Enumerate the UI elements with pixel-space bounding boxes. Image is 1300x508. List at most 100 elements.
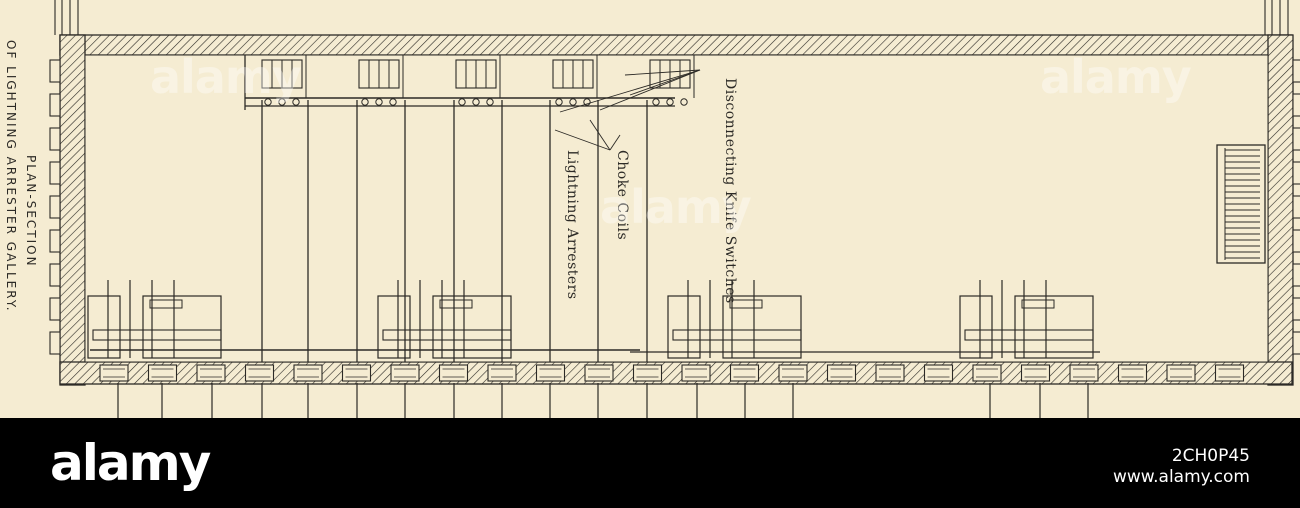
choke-coil	[666, 98, 674, 106]
image-id: 2CH0P45	[1171, 446, 1250, 466]
choke-coil	[583, 98, 591, 106]
stairway	[1216, 144, 1266, 264]
wall-opening	[196, 364, 226, 382]
wall-opening	[438, 364, 469, 382]
wall-opening	[1020, 364, 1051, 382]
wall-opening	[875, 364, 905, 382]
choke-coil	[472, 98, 480, 106]
feeder-wires	[90, 100, 1100, 418]
label-lightning-arresters: Lightning Arresters	[564, 150, 580, 300]
watermark: alamy	[1040, 50, 1192, 104]
arrester-cap	[729, 299, 763, 309]
pilaster	[1292, 195, 1300, 219]
arrester-unit	[722, 295, 802, 359]
leader-line	[624, 69, 701, 76]
pilaster	[49, 127, 61, 151]
wall-opening	[1214, 364, 1245, 382]
choke-coil	[292, 98, 300, 106]
arrester-base	[964, 329, 1094, 341]
arrester-unit	[87, 295, 121, 359]
footer-bar: alamy 2CH0P45 www.alamy.com	[0, 418, 1300, 508]
choke-coil	[389, 98, 397, 106]
wall-opening	[244, 364, 275, 382]
watermark: alamy	[600, 180, 752, 234]
wall-opening	[1069, 364, 1099, 382]
watermark: alamy	[150, 50, 302, 104]
arrester-base	[382, 329, 512, 341]
pilaster	[49, 59, 61, 83]
wall-opening	[584, 364, 614, 382]
wall-opening	[972, 364, 1002, 382]
pilaster	[1292, 127, 1300, 151]
engraving-plate: PLAN-SECTION OF LIGHTNING ARRESTER GALLE…	[0, 0, 1300, 418]
pilaster	[49, 331, 61, 355]
arrester-unit	[1014, 295, 1094, 359]
choke-coil	[486, 98, 494, 106]
arrester-cap	[439, 299, 473, 309]
wall-opening	[341, 364, 372, 382]
east-wall	[1267, 34, 1294, 386]
pilaster	[49, 229, 61, 253]
choke-coil	[375, 98, 383, 106]
choke-coil	[680, 98, 688, 106]
pilaster	[1292, 331, 1300, 355]
west-wall	[59, 34, 86, 386]
arrester-base	[672, 329, 802, 341]
leader-line	[609, 134, 621, 151]
brand-logo: alamy	[50, 434, 211, 492]
pilaster	[1292, 263, 1300, 287]
wall-opening	[390, 364, 420, 382]
pilaster	[1292, 229, 1300, 253]
wall-opening	[487, 364, 517, 382]
lightning-arrester-groups	[87, 280, 1094, 359]
wall-opening	[147, 364, 178, 382]
arrester-unit	[667, 295, 701, 359]
label-leader-lines	[554, 69, 701, 151]
wall-opening	[729, 364, 760, 382]
pilaster	[49, 161, 61, 185]
south-wall	[59, 361, 1293, 385]
leader-line	[559, 69, 701, 113]
choke-coil	[569, 98, 577, 106]
gallery-plan-drawing	[49, 0, 1300, 418]
leader-line	[599, 69, 701, 111]
wall-opening	[632, 364, 663, 382]
choke-coil	[652, 98, 660, 106]
pilaster	[49, 195, 61, 219]
choke-coil	[458, 98, 466, 106]
site-url: www.alamy.com	[1112, 467, 1250, 487]
arrester-unit	[959, 295, 993, 359]
arrester-base	[92, 329, 222, 341]
wall-opening	[778, 364, 808, 382]
arrester-unit	[142, 295, 222, 359]
pilaster	[1292, 297, 1300, 321]
drawing-caption-line-2: OF LIGHTNING ARRESTER GALLERY.	[4, 40, 18, 313]
pilaster	[49, 93, 61, 117]
knife-switch-panel	[244, 55, 695, 110]
leader-line	[554, 129, 611, 151]
drawing-caption-line-1: PLAN-SECTION	[24, 155, 38, 268]
choke-coil	[264, 98, 272, 106]
wall-opening	[99, 364, 129, 382]
wall-opening	[923, 364, 954, 382]
image-info: 2CH0P45 www.alamy.com	[1113, 446, 1250, 488]
choke-coil	[278, 98, 286, 106]
wall-opening	[293, 364, 323, 382]
arrester-unit	[377, 295, 411, 359]
wall-opening	[1117, 364, 1148, 382]
arrester-unit	[432, 295, 512, 359]
wall-opening	[826, 364, 857, 382]
pilaster	[49, 263, 61, 287]
wall-opening	[1166, 364, 1196, 382]
choke-coil	[361, 98, 369, 106]
pilaster	[49, 297, 61, 321]
pilaster	[1292, 93, 1300, 117]
leader-line	[589, 119, 611, 151]
leader-line	[629, 69, 701, 96]
arrester-cap	[1021, 299, 1055, 309]
choke-coil	[555, 98, 563, 106]
pilaster	[1292, 59, 1300, 83]
wall-opening	[535, 364, 566, 382]
arrester-cap	[149, 299, 183, 309]
